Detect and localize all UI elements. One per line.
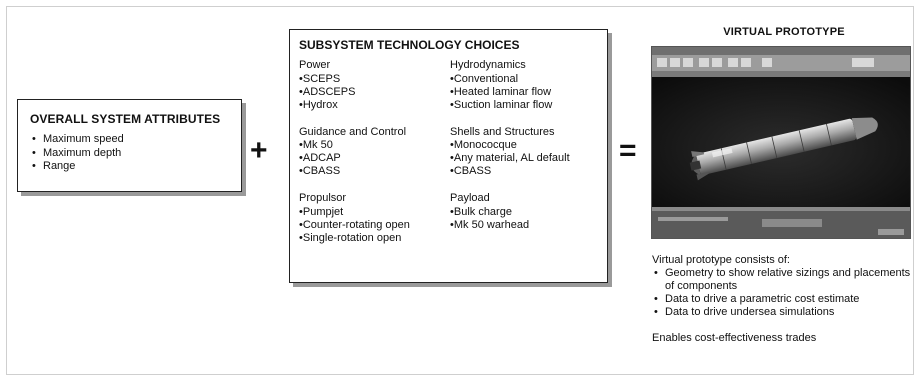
group-heading: Hydrodynamics	[450, 59, 526, 71]
group-heading: Guidance and Control	[299, 125, 407, 138]
equals-operator: =	[619, 134, 637, 167]
description-lead: Virtual prototype consists of:	[652, 254, 790, 266]
group-heading: Propulsor	[299, 192, 347, 204]
attribute-item: Range	[30, 160, 229, 174]
technology-group-payload: Payload Bulk charge Mk 50 warhead	[450, 192, 605, 232]
technology-column-left: Power SCEPS ADSCEPS Hydrox Guidance and …	[299, 59, 449, 259]
system-attributes-title: OVERALL SYSTEM ATTRIBUTES	[30, 112, 221, 126]
group-item: Any material, AL default	[450, 152, 605, 165]
technology-group-guidance: Guidance and Control Mk 50 ADCAP CBASS	[299, 126, 449, 179]
technology-group-power: Power SCEPS ADSCEPS Hydrox	[299, 59, 449, 112]
description-item: Data to drive undersea simulations	[652, 306, 914, 319]
description-item: Geometry to show relative sizings and pl…	[652, 267, 914, 293]
diagram-frame	[6, 6, 914, 375]
system-attributes-box: OVERALL SYSTEM ATTRIBUTES Maximum speed …	[17, 99, 242, 192]
virtual-prototype-description: Virtual prototype consists of: Geometry …	[652, 254, 914, 344]
group-item: Hydrox	[299, 99, 449, 112]
description-item: Data to drive a parametric cost estimate	[652, 293, 914, 306]
virtual-prototype-title: VIRTUAL PROTOTYPE	[723, 26, 845, 38]
group-item: Conventional	[450, 73, 605, 86]
group-item: Suction laminar flow	[450, 99, 605, 112]
group-item: Bulk charge	[450, 206, 605, 219]
group-heading: Shells and Structures	[450, 125, 555, 138]
group-item: CBASS	[450, 165, 605, 178]
technology-choices-title: SUBSYSTEM TECHNOLOGY CHOICES	[299, 38, 520, 52]
technology-group-hydrodynamics: Hydrodynamics Conventional Heated lamina…	[450, 59, 605, 112]
group-item: ADSCEPS	[299, 86, 449, 99]
technology-group-shells: Shells and Structures Monococque Any mat…	[450, 126, 605, 179]
group-item: Single-rotation open	[299, 232, 449, 245]
description-footer: Enables cost-effectiveness trades	[652, 332, 817, 344]
system-attributes-list: Maximum speed Maximum depth Range	[30, 133, 229, 174]
technology-column-right: Hydrodynamics Conventional Heated lamina…	[450, 59, 605, 246]
virtual-prototype-screenshot	[651, 46, 911, 239]
technology-group-propulsor: Propulsor Pumpjet Counter-rotating open …	[299, 192, 449, 245]
group-item: Counter-rotating open	[299, 219, 449, 232]
group-item: Mk 50 warhead	[450, 219, 605, 232]
group-item: Pumpjet	[299, 206, 449, 219]
group-heading: Power	[299, 59, 331, 71]
group-item: ADCAP	[299, 152, 449, 165]
attribute-item: Maximum depth	[30, 147, 229, 161]
group-item: Monococque	[450, 139, 605, 152]
group-item: SCEPS	[299, 73, 449, 86]
attribute-item: Maximum speed	[30, 133, 229, 147]
group-heading: Payload	[450, 192, 490, 204]
group-item: Heated laminar flow	[450, 86, 605, 99]
description-list: Geometry to show relative sizings and pl…	[652, 267, 914, 319]
group-item: CBASS	[299, 165, 449, 178]
plus-operator: +	[250, 134, 268, 167]
technology-choices-box: SUBSYSTEM TECHNOLOGY CHOICES Power SCEPS…	[289, 29, 608, 283]
group-item: Mk 50	[299, 139, 449, 152]
